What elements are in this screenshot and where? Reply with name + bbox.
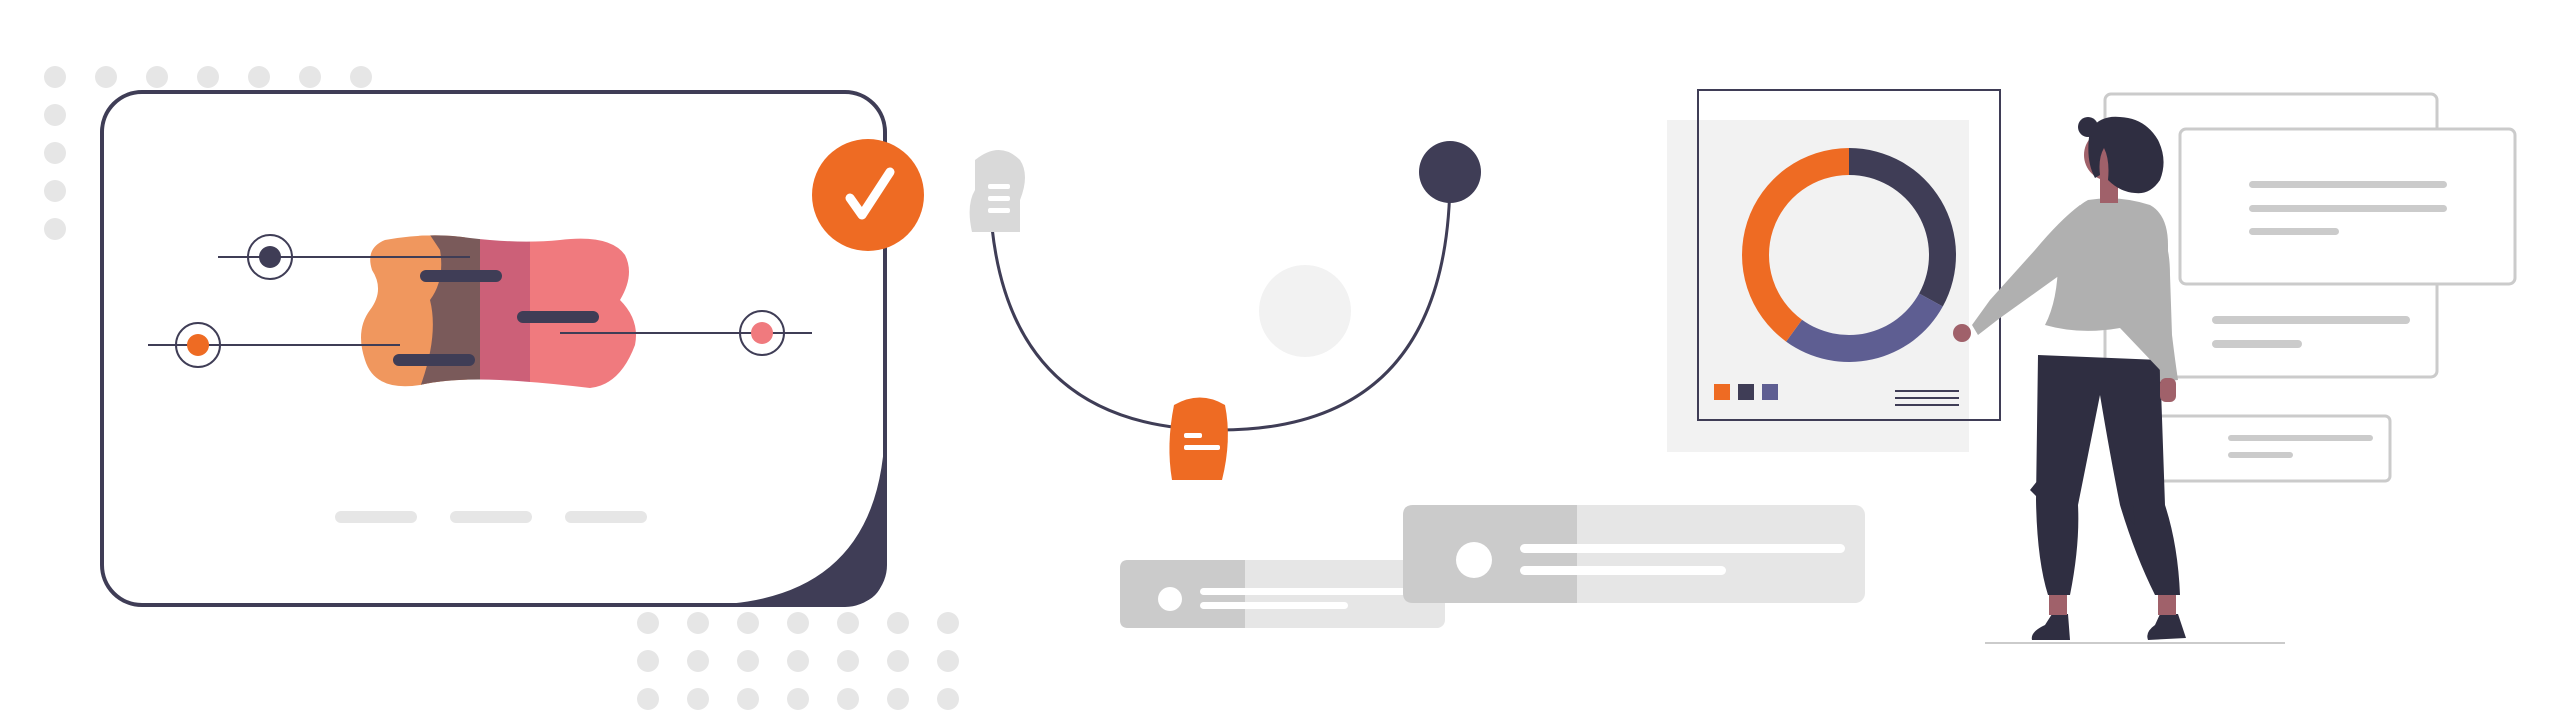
dot-pattern-top-left <box>44 66 372 240</box>
blob-label-bar-1 <box>420 270 502 282</box>
decorative-dot <box>887 612 909 634</box>
decorative-dot <box>687 650 709 672</box>
donut-segment <box>1742 147 1849 342</box>
decorative-dot <box>737 688 759 710</box>
card-footer-pill-1 <box>335 511 417 523</box>
decorative-dot <box>687 612 709 634</box>
legend-swatch-orange <box>1714 384 1730 400</box>
summary-card-corner-fill <box>700 420 885 605</box>
decorative-dot <box>837 688 859 710</box>
decorative-dot <box>837 650 859 672</box>
person-legs <box>2036 355 2180 595</box>
person-hair <box>2088 116 2164 194</box>
decorative-dot <box>737 612 759 634</box>
data-blob <box>361 235 636 388</box>
arc-path <box>988 174 1452 432</box>
decorative-dot <box>299 66 321 88</box>
decorative-dot <box>737 650 759 672</box>
list-panel <box>1120 505 1865 628</box>
decorative-dot <box>637 688 659 710</box>
decorative-dot <box>637 650 659 672</box>
wireframe-card-line <box>2228 452 2293 458</box>
decorative-dot <box>44 180 66 202</box>
summary-card <box>100 90 924 607</box>
document-icon <box>969 150 1025 232</box>
wireframe-card-line <box>2212 340 2302 348</box>
decorative-dot <box>44 66 66 88</box>
arc-end-node <box>1419 141 1481 203</box>
dashboard-frame <box>1697 89 2001 421</box>
wireframe-card-line <box>2249 205 2447 212</box>
decorative-dot <box>887 688 909 710</box>
decorative-dot <box>248 66 270 88</box>
slider-handle-3 <box>751 322 773 344</box>
decorative-dot <box>937 612 959 634</box>
blob-label-bar-3 <box>393 354 475 366</box>
slider-handle-outer-3 <box>739 310 785 356</box>
decorative-dot <box>44 142 66 164</box>
dashboard-lines-3 <box>1895 404 1959 406</box>
person-hand <box>1953 324 1971 342</box>
legend-swatch-navy <box>1738 384 1754 400</box>
slider-handle-outer-1 <box>247 234 293 280</box>
donut-chart <box>1742 147 1956 362</box>
donut-segment <box>1849 148 1956 307</box>
wireframe-card-line <box>2249 181 2447 188</box>
person-arm-pointing <box>1972 205 2090 335</box>
person-figure <box>1953 116 2285 644</box>
decorative-dot <box>837 612 859 634</box>
decorative-dot <box>146 66 168 88</box>
decorative-dot <box>887 650 909 672</box>
card-footer-pill-3 <box>565 511 647 523</box>
blob-label-bar-2 <box>517 311 599 323</box>
decorative-dot <box>787 612 809 634</box>
person-arm-down <box>2150 215 2178 382</box>
decorative-dot <box>787 688 809 710</box>
decorative-dot <box>687 688 709 710</box>
list-item <box>1403 505 1865 603</box>
decorative-dot <box>44 104 66 126</box>
slider-handle-2 <box>187 334 209 356</box>
wireframe-card-line <box>2228 435 2373 441</box>
decorative-dot <box>95 66 117 88</box>
decorative-dot <box>637 612 659 634</box>
decorative-dot <box>787 650 809 672</box>
person-hair-bun <box>2078 117 2098 137</box>
wireframe-card-line <box>2212 316 2410 324</box>
person-shoe-right <box>2147 614 2186 640</box>
wireframe-card-line <box>2249 228 2339 235</box>
arc-center-ghost <box>1259 265 1351 357</box>
list-item <box>1120 560 1445 628</box>
dashboard-lines-2 <box>1895 397 1959 399</box>
person-shoe-left <box>2031 614 2070 640</box>
decorative-dot <box>350 66 372 88</box>
arc-connector <box>969 141 1481 480</box>
dot-pattern-bottom <box>637 612 959 710</box>
legend-swatch-slate <box>1762 384 1778 400</box>
slider-handle-1 <box>259 246 281 268</box>
dashboard-panel <box>1667 89 2001 452</box>
card-footer-pill-2 <box>450 511 532 523</box>
decorative-dot <box>937 688 959 710</box>
dashboard-lines-1 <box>1895 390 1959 392</box>
decorative-dot <box>937 650 959 672</box>
document-icon <box>1169 397 1228 480</box>
donut-segment <box>1786 293 1943 362</box>
slider-handle-outer-2 <box>175 322 221 368</box>
wireframe-card-small <box>2153 414 2392 483</box>
checkmark-icon <box>812 139 924 251</box>
decorative-dot <box>197 66 219 88</box>
decorative-dot <box>44 218 66 240</box>
